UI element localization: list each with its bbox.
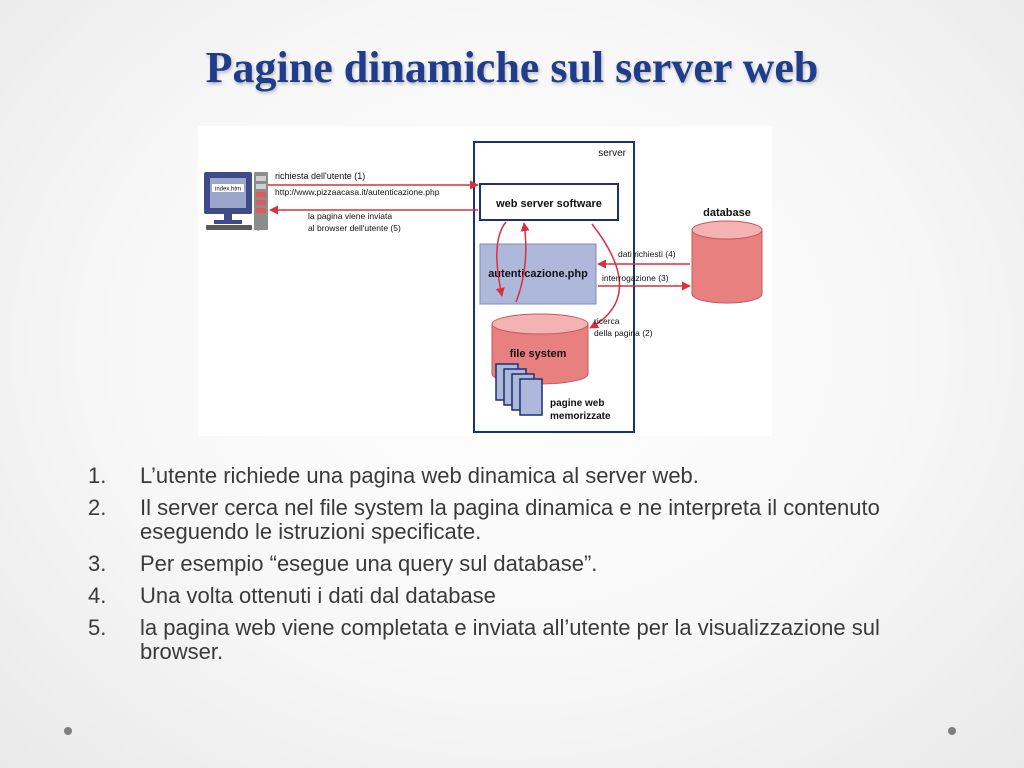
list-item-text: L’utente richiede una pagina web dinamic… — [140, 463, 699, 488]
list-item-number: 2. — [88, 495, 107, 520]
query-label: interrogazione (3) — [602, 273, 669, 283]
script-file-label: autenticazione.php — [488, 268, 588, 280]
decorative-dot-right — [948, 727, 956, 735]
list-item: 2. Il server cerca nel file system la pag… — [88, 496, 948, 544]
list-item: 4. Una volta ottenuti i dati dal database — [88, 584, 948, 608]
steps-list: 1. L’utente richiede una pagina web dinam… — [88, 464, 948, 672]
list-item: 3. Per esempio “esegue una query sul data… — [88, 552, 948, 576]
list-item-text: la pagina web viene completata e inviata… — [140, 615, 880, 664]
list-item: 5. la pagina web viene completata e invia… — [88, 616, 948, 664]
search-label-line1: ricerca — [594, 316, 620, 326]
database-label: database — [703, 207, 751, 219]
stored-pages-line1: pagine web — [550, 398, 604, 409]
web-server-software-box — [479, 183, 619, 221]
list-item-number: 4. — [88, 583, 107, 608]
client-computer-icon: index.htm — [204, 172, 268, 231]
monitor-screen-text: index.htm — [215, 187, 241, 193]
list-item-number: 1. — [88, 463, 107, 488]
web-server-software-label: web server software — [495, 198, 602, 210]
architecture-diagram: index.htm richiesta dell'utente (1) http… — [198, 126, 772, 436]
response-label-line1: la pagina viene inviata — [308, 211, 392, 221]
file-system-label: file system — [510, 348, 567, 360]
data-requested-label: dati richiesti (4) — [618, 249, 676, 259]
server-label: server — [598, 148, 626, 159]
list-item-text: Una volta ottenuti i dati dal database — [140, 583, 496, 608]
decorative-dot-left — [64, 727, 72, 735]
database-cylinder — [691, 220, 763, 304]
stored-pages-line2: memorizzate — [550, 411, 611, 422]
web-server-to-script-arrow — [495, 221, 507, 297]
list-item: 1. L’utente richiede una pagina web dinam… — [88, 464, 948, 488]
request-label: richiesta dell'utente (1) — [275, 171, 365, 181]
search-label-line2: della pagina (2) — [594, 328, 653, 338]
list-item-text: Il server cerca nel file system la pagin… — [140, 495, 880, 544]
list-item-number: 5. — [88, 615, 107, 640]
stored-pages-icon — [495, 363, 543, 416]
request-url: http://www.pizzaacasa.it/autenticazione.… — [275, 187, 440, 197]
list-item-text: Per esempio “esegue una query sul databa… — [140, 551, 598, 576]
script-to-web-server-arrow — [515, 222, 530, 303]
slide-title: Pagine dinamiche sul server web — [205, 43, 819, 92]
list-item-number: 3. — [88, 551, 107, 576]
response-label-line2: al browser dell'utente (5) — [308, 223, 401, 233]
